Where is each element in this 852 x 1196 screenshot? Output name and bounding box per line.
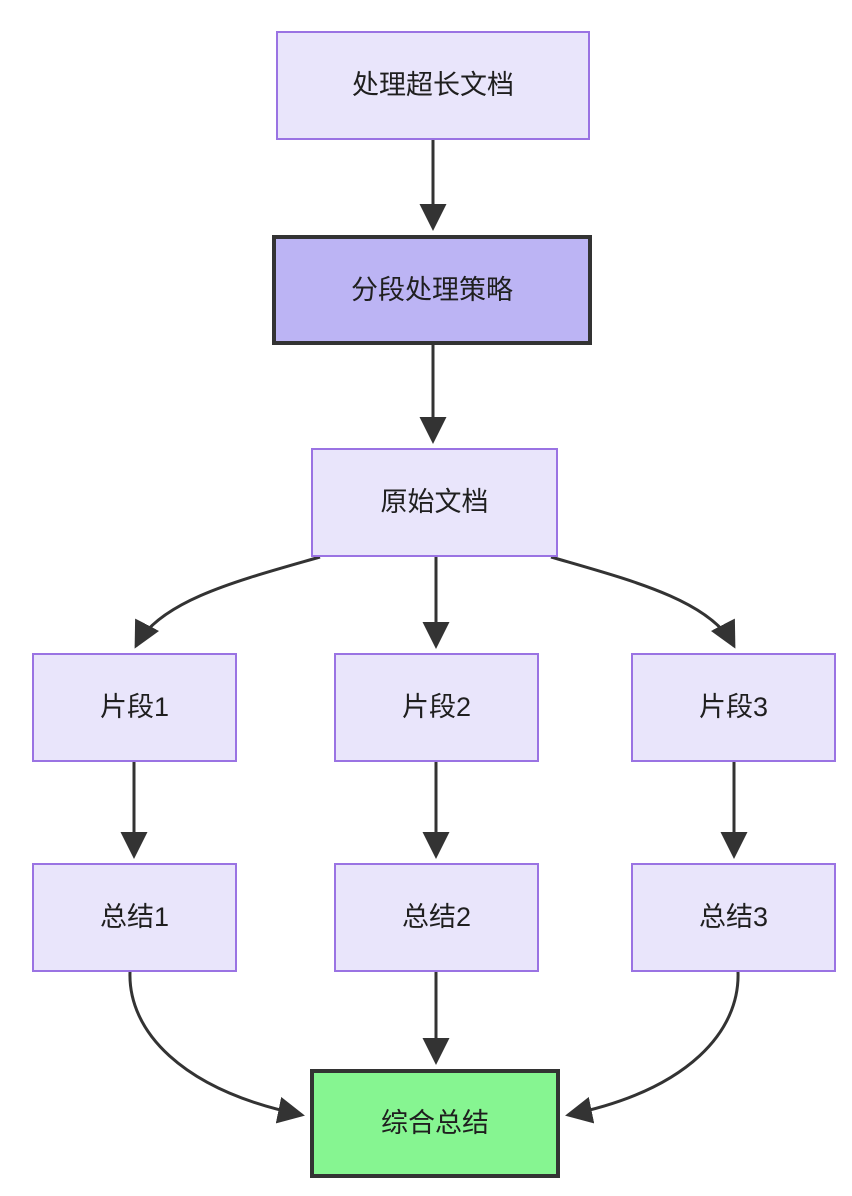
edge-summary-1-to-combined-summary: [128, 971, 305, 1124]
node-combined-summary[interactable]: 综合总结: [310, 1069, 560, 1178]
node-label: 片段3: [698, 692, 769, 723]
node-summary-1[interactable]: 总结1: [32, 863, 237, 972]
edge-summary-3-to-combined-summary: [565, 971, 740, 1124]
node-label: 片段2: [401, 692, 472, 723]
node-segment-2[interactable]: 片段2: [334, 653, 539, 762]
node-label: 总结2: [401, 902, 472, 933]
node-label: 总结1: [99, 902, 170, 933]
node-label: 综合总结: [381, 1108, 489, 1139]
edge-original-document-to-segment-1: [134, 555, 321, 649]
node-original-document[interactable]: 原始文档: [311, 448, 558, 557]
node-segment-3[interactable]: 片段3: [631, 653, 836, 762]
node-label: 分段处理策略: [351, 274, 513, 305]
node-label: 原始文档: [380, 487, 489, 518]
node-label: 处理超长文档: [352, 70, 514, 101]
node-handle-long-doc[interactable]: 处理超长文档: [276, 31, 590, 140]
node-label: 片段1: [99, 692, 170, 723]
edge-original-document-to-segment-3: [550, 555, 736, 649]
node-summary-2[interactable]: 总结2: [334, 863, 539, 972]
node-chunking-strategy[interactable]: 分段处理策略: [272, 235, 592, 345]
node-label: 总结3: [698, 902, 769, 933]
node-segment-1[interactable]: 片段1: [32, 653, 237, 762]
node-summary-3[interactable]: 总结3: [631, 863, 836, 972]
